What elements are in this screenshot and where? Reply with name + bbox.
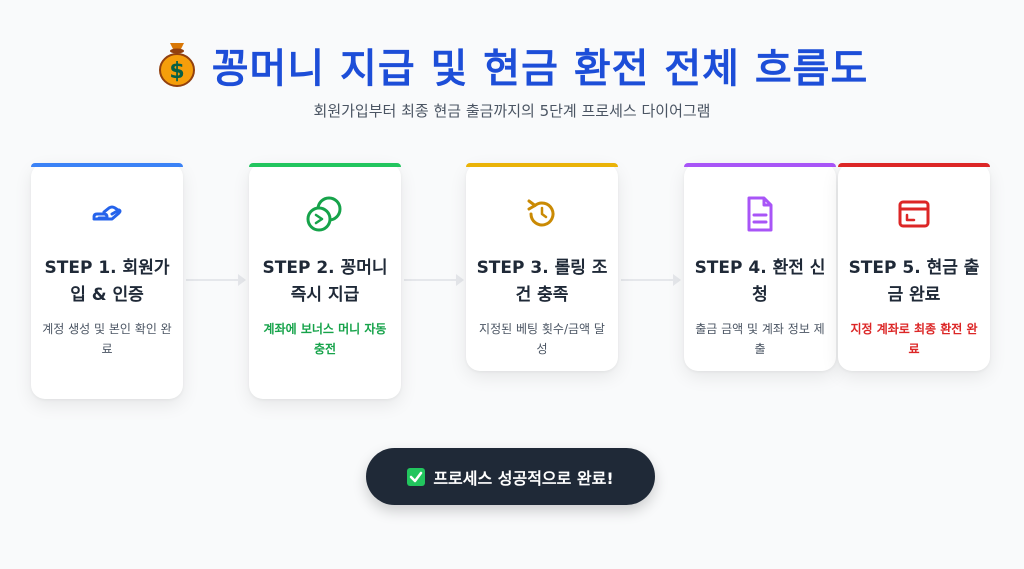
page-title: 꽁머니 지급 및 현금 환전 전체 흐름도 <box>211 46 869 92</box>
flow-arrow <box>621 274 681 286</box>
step-card-5: STEP 5. 현금 출금 완료 지정 계좌로 최종 환전 완료 <box>838 163 990 371</box>
check-icon <box>407 467 426 486</box>
document-icon <box>694 189 826 239</box>
header: $ 꽁머니 지급 및 현금 환전 전체 흐름도 회원가입부터 최종 현금 출금까… <box>0 30 1024 121</box>
wallet-icon <box>848 189 980 239</box>
page-subtitle: 회원가입부터 최종 현금 출금까지의 5단계 프로세스 다이어그램 <box>313 102 711 120</box>
coins-icon <box>259 189 391 239</box>
handshake-icon <box>41 189 173 239</box>
flow-arrow <box>404 274 464 286</box>
flow-arrow <box>186 274 246 286</box>
title-row: $ 꽁머니 지급 및 현금 환전 전체 흐름도 <box>0 30 1024 100</box>
card-accent-bar <box>249 163 401 167</box>
step-title: STEP 4. 환전 신청 <box>694 258 826 305</box>
money-bag-icon: $ <box>156 39 198 91</box>
card-accent-bar <box>838 163 990 167</box>
step-card-4: STEP 4. 환전 신청 출금 금액 및 계좌 정보 제출 <box>684 163 836 371</box>
step-card-3: STEP 3. 롤링 조건 충족 지정된 베팅 횟수/금액 달성 <box>466 163 618 371</box>
svg-text:$: $ <box>169 59 184 84</box>
step-card-2: STEP 2. 꽁머니 즉시 지급 계좌에 보너스 머니 자동 충전 <box>249 163 401 399</box>
step-description: 계정 생성 및 본인 확인 완료 <box>42 322 172 356</box>
rotate-icon <box>476 189 608 239</box>
card-accent-bar <box>31 163 183 167</box>
completion-badge: 프로세스 성공적으로 완료! <box>366 448 655 505</box>
step-title: STEP 3. 롤링 조건 충족 <box>476 258 608 305</box>
card-accent-bar <box>684 163 836 167</box>
step-title: STEP 5. 현금 출금 완료 <box>848 258 980 305</box>
step-title: STEP 2. 꽁머니 즉시 지급 <box>262 258 388 305</box>
step-description: 계좌에 보너스 머니 자동 충전 <box>263 322 387 356</box>
card-accent-bar <box>466 163 618 167</box>
step-description: 출금 금액 및 계좌 정보 제출 <box>695 322 825 356</box>
step-description: 지정된 베팅 횟수/금액 달성 <box>479 322 605 356</box>
step-title: STEP 1. 회원가입 & 인증 <box>44 258 170 305</box>
completion-label: 프로세스 성공적으로 완료! <box>433 468 614 488</box>
step-card-1: STEP 1. 회원가입 & 인증 계정 생성 및 본인 확인 완료 <box>31 163 183 399</box>
step-description: 지정 계좌로 최종 환전 완료 <box>850 322 978 356</box>
